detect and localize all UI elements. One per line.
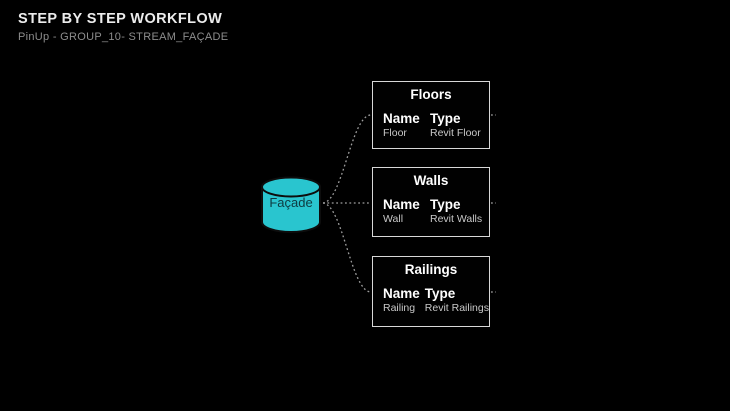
column-name: Name Wall xyxy=(383,197,430,226)
slide-title: STEP BY STEP WORKFLOW xyxy=(18,11,223,27)
node-columns: Name Wall Type Revit Walls xyxy=(383,197,489,226)
column-value-type: Revit Walls xyxy=(430,213,483,226)
cylinder-top xyxy=(261,176,321,198)
column-type: Type Revit Floor xyxy=(430,111,489,140)
column-header-name: Name xyxy=(383,197,420,212)
node-columns: Name Floor Type Revit Floor xyxy=(383,111,489,140)
node-title: Floors xyxy=(410,87,452,102)
node-floors[interactable]: Floors Name Floor Type Revit Floor xyxy=(372,81,490,149)
column-header-type: Type xyxy=(430,197,461,212)
slide-subtitle: PinUp - GROUP_10- STREAM_FAÇADE xyxy=(18,31,229,43)
column-value-name: Wall xyxy=(383,213,404,226)
connector-facade-floors xyxy=(322,114,372,204)
cylinder-body xyxy=(261,186,321,233)
slide-header: STEP BY STEP WORKFLOW PinUp - GROUP_10- … xyxy=(18,11,228,43)
column-header-name: Name xyxy=(383,286,420,301)
node-railings[interactable]: Railings Name Railing Type Revit Railing… xyxy=(372,256,490,327)
column-header-name: Name xyxy=(383,111,420,126)
column-header-type: Type xyxy=(430,111,461,126)
column-value-name: Floor xyxy=(383,127,407,140)
column-name: Name Railing xyxy=(383,286,425,315)
column-type: Type Revit Walls xyxy=(430,197,489,226)
column-value-type: Revit Railings xyxy=(424,302,489,315)
facade-node-label: Façade xyxy=(269,195,312,210)
node-title: Walls xyxy=(413,173,449,188)
column-type: Type Revit Railings xyxy=(424,286,489,315)
node-title: Railings xyxy=(404,262,458,277)
node-walls[interactable]: Walls Name Wall Type Revit Walls xyxy=(372,167,490,237)
node-columns: Name Railing Type Revit Railings xyxy=(383,286,489,315)
connector-facade-railings xyxy=(322,202,372,293)
column-name: Name Floor xyxy=(383,111,430,140)
column-header-type: Type xyxy=(424,286,456,301)
column-value-type: Revit Floor xyxy=(430,127,481,140)
facade-database-node[interactable]: Façade xyxy=(261,176,321,233)
column-value-name: Railing xyxy=(383,302,416,315)
